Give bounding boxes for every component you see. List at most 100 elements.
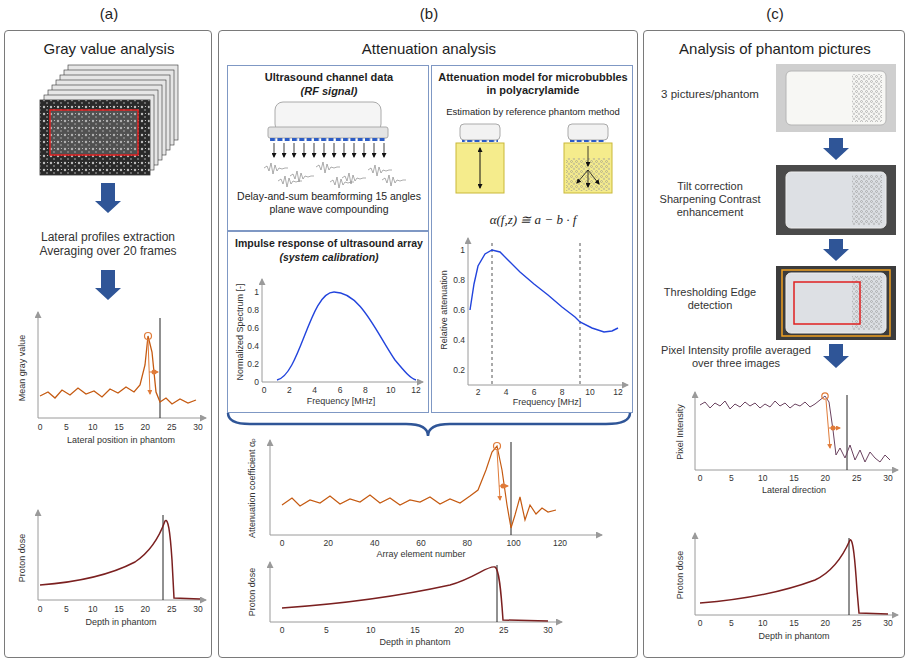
tick-label: 10: [88, 604, 97, 614]
panel-label: (a): [9, 5, 209, 23]
dose-chart: [38, 510, 206, 600]
dose-chart: [282, 567, 548, 621]
ultrasound-probe: [324, 143, 325, 157]
step-text: Tilt correction Sharpening Contrast enha…: [648, 180, 772, 220]
tick-label: 15: [789, 473, 798, 483]
tick-label: 30: [543, 625, 552, 635]
brace: [228, 413, 630, 436]
ultrasound-probe: [274, 143, 384, 157]
axis-title: Attenuation coefficient αₚ: [247, 438, 258, 538]
phantom-photo: [776, 165, 896, 235]
tick-label: 20: [141, 422, 150, 432]
tick-label: 30: [883, 618, 892, 628]
box-heading: Ultrasound channel data: [232, 71, 426, 84]
tick-label: 0: [254, 377, 259, 387]
gray-profile-chart: [38, 312, 206, 418]
attenuation-model-chart: [468, 238, 628, 385]
tick-label: 0.4: [453, 335, 465, 345]
phantom-photo: [852, 175, 882, 225]
ultrasound-probe: [316, 162, 340, 173]
axis-title: Array element number: [376, 549, 465, 560]
analysis-panel: (b)Attenuation analysisUltrasound channe…: [218, 30, 638, 658]
tick-label: 5: [729, 473, 734, 483]
ultrasound-probe: [264, 102, 406, 188]
flow-arrow: [823, 138, 849, 368]
tick-label: 25: [852, 473, 861, 483]
attenuation-profile-chart: [270, 440, 271, 535]
tick-label: 5: [729, 618, 734, 628]
ultrasound-probe: [354, 143, 355, 157]
dose-chart: [270, 622, 562, 623]
ultrasound-frames: [50, 110, 138, 155]
pixel-profile-chart: [822, 393, 828, 399]
dose-chart: [38, 510, 39, 600]
ultrasound-probe: [290, 171, 314, 182]
formula: α(f,z) ≅ a − b · f: [436, 212, 630, 228]
reference-phantom-sketch: [460, 124, 500, 140]
tick-label: 8: [560, 387, 565, 397]
tick-label: 15: [410, 625, 419, 635]
tick-label: 15: [114, 604, 123, 614]
box-heading: Attenuation model for microbubbles in po…: [436, 71, 630, 97]
flow-arrow: [95, 270, 121, 300]
ultrasound-probe: [304, 143, 305, 157]
tick-label: 10: [758, 473, 767, 483]
attenuation-profile-chart: [501, 484, 506, 489]
pixel-profile-chart: [847, 395, 848, 470]
tick-label: 5: [324, 625, 329, 635]
spectrum-chart: [277, 292, 416, 380]
attenuation-model-chart: [492, 243, 493, 385]
reference-phantom-sketch: [570, 140, 606, 142]
gray-profile-chart: [40, 336, 196, 404]
dose-chart: [270, 562, 271, 622]
reference-phantom-sketch: [568, 124, 608, 140]
tick-label: 10: [366, 625, 375, 635]
tick-label: 0.6: [247, 323, 259, 333]
tick-label: 12: [613, 387, 622, 397]
attenuation-profile-chart: [497, 450, 500, 500]
gray-profile-chart: [145, 333, 152, 340]
ultrasound-probe: [368, 165, 392, 176]
tick-label: 0: [38, 604, 43, 614]
box-heading: Impulse response of ultrasound array: [232, 237, 426, 250]
dose-chart: [695, 615, 898, 616]
tick-label: 15: [789, 618, 798, 628]
axis-title: Proton dose: [675, 551, 686, 600]
ultrasound-probe: [344, 143, 345, 157]
tick-label: 30: [193, 604, 202, 614]
reference-phantom-sketch: [577, 170, 588, 183]
tick-label: 20: [821, 473, 830, 483]
box-subheading: (RF signal): [232, 85, 426, 98]
tick-label: 10: [585, 387, 594, 397]
ultrasound-probe: [374, 143, 375, 157]
gray-profile-chart: [38, 312, 39, 418]
tick-label: 15: [114, 422, 123, 432]
attenuation-profile-chart: [494, 443, 501, 450]
spectrum-chart: [262, 279, 263, 382]
tick-label: 20: [821, 618, 830, 628]
axis-title: Pixel Intensity: [675, 404, 686, 460]
tick-label: 12: [411, 385, 420, 395]
tick-label: 0: [262, 385, 267, 395]
panel-title: Attenuation analysis: [223, 40, 635, 58]
ultrasound-probe: [334, 143, 335, 157]
phantom-photo: [852, 74, 882, 122]
tick-label: 0.8: [247, 305, 259, 315]
tick-label: 30: [193, 422, 202, 432]
tick-label: 0: [280, 538, 285, 548]
tick-label: 0: [698, 473, 703, 483]
ultrasound-probe: [264, 163, 288, 174]
ultrasound-probe: [284, 143, 285, 157]
axis-title: Proton dose: [17, 534, 28, 583]
gray-profile-chart: [152, 370, 157, 375]
tick-label: 10: [88, 422, 97, 432]
reference-phantom-sketch: [456, 124, 612, 193]
reference-phantom-sketch: [564, 143, 612, 193]
phantom-photo: [786, 273, 886, 333]
reference-phantom-sketch: [588, 170, 589, 187]
phantom-photo: [786, 172, 886, 228]
panel-label: (b): [223, 5, 635, 23]
